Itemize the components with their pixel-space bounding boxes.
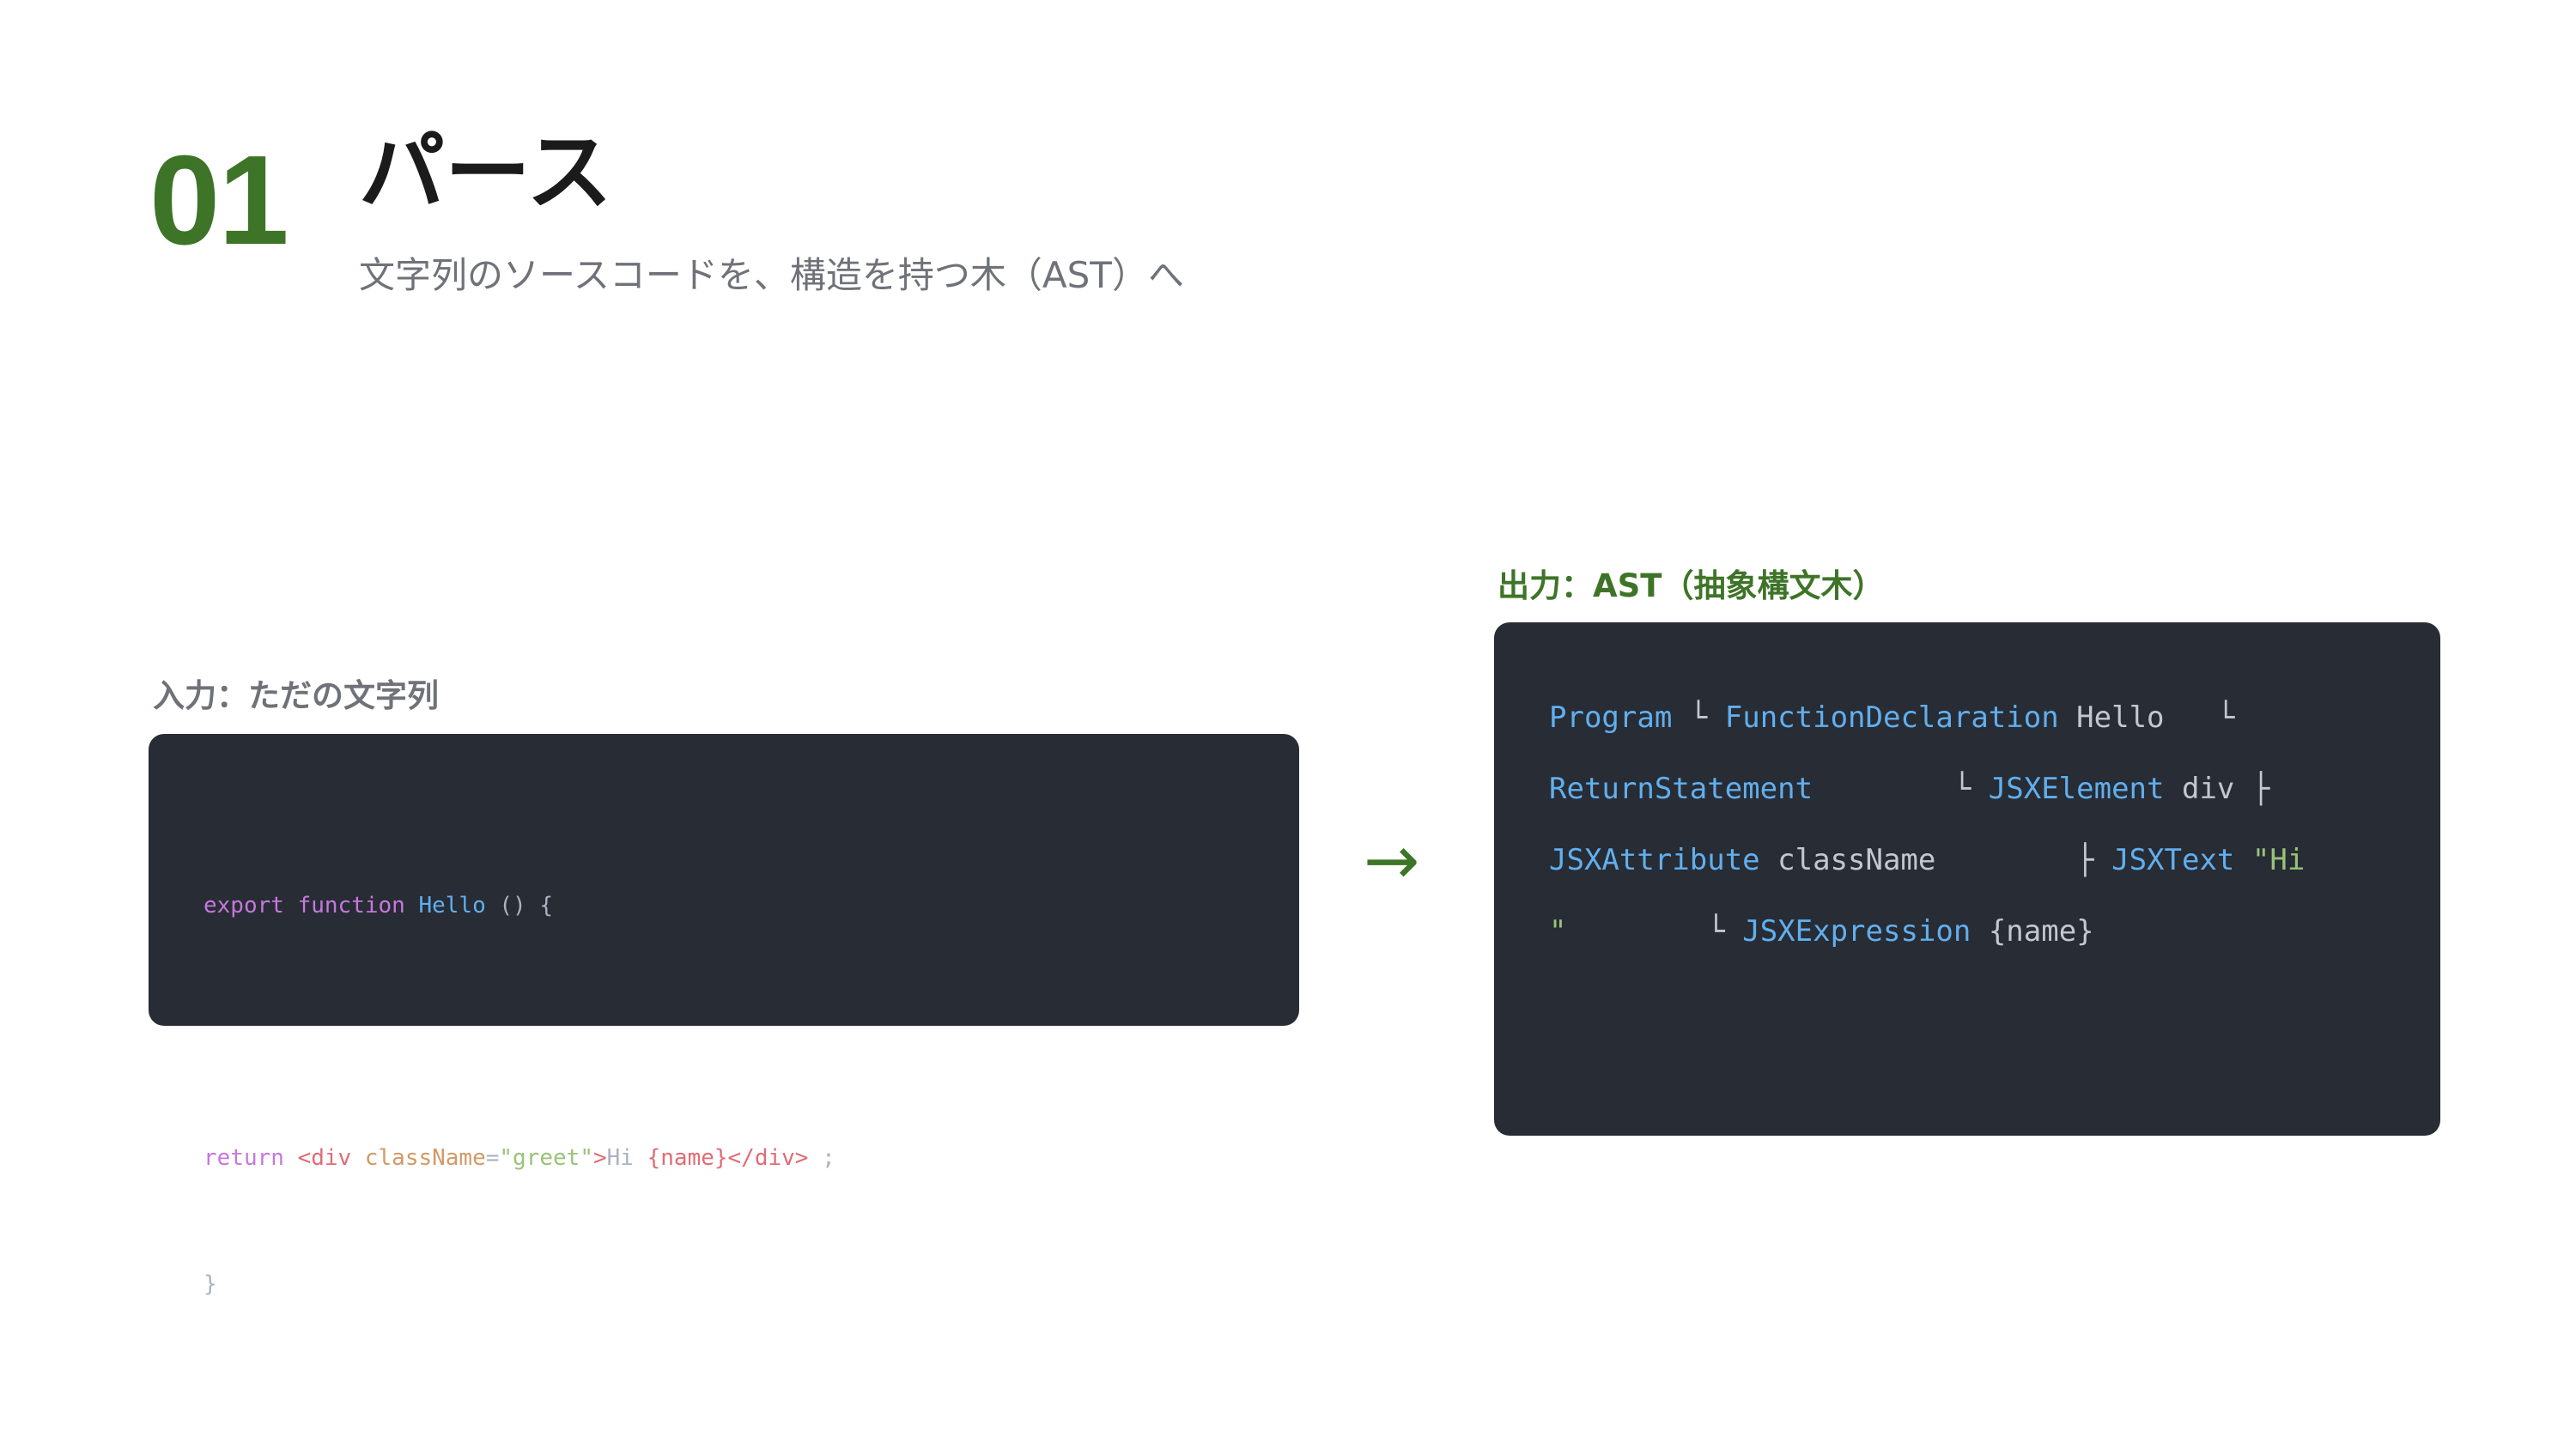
input-label: 入力：ただの文字列 bbox=[153, 677, 439, 714]
ast-node-jsx-expression: JSXExpression bbox=[1742, 914, 1971, 949]
ast-tree: Program └ FunctionDeclaration Hello └ Re… bbox=[1549, 682, 2385, 967]
jsx-expression: {name} bbox=[647, 1145, 728, 1171]
jsx-text: Hi bbox=[606, 1145, 647, 1171]
ast-node-jsx-element: JSXElement bbox=[1988, 772, 2165, 806]
page-title: パース bbox=[359, 122, 612, 222]
code-closing-brace: } bbox=[204, 1271, 217, 1297]
ast-node-jsx-text: JSXText bbox=[2111, 843, 2235, 877]
ast-node-jsx-attribute: JSXAttribute bbox=[1549, 843, 1760, 877]
tree-branch: ├ bbox=[2251, 772, 2270, 806]
keyword-function: function bbox=[297, 893, 405, 919]
ast-node-return-statement: ReturnStatement bbox=[1549, 772, 1814, 806]
code-equals: = bbox=[485, 1145, 500, 1171]
code-semicolon: ; bbox=[808, 1145, 835, 1171]
function-name: Hello bbox=[418, 893, 486, 919]
ast-value-name: {name} bbox=[1988, 914, 2094, 949]
jsx-attr-name: className bbox=[364, 1145, 486, 1171]
jsx-close-tag: </div> bbox=[727, 1145, 809, 1171]
ast-value-hi: "Hi " bbox=[1549, 843, 2306, 949]
code-punctuation: () { bbox=[499, 893, 554, 919]
code-line-2: return <div className="greet">Hi {name}<… bbox=[204, 1137, 1244, 1179]
jsx-gt: > bbox=[592, 1145, 607, 1171]
code-line-1: export function Hello () { bbox=[204, 885, 1244, 927]
jsx-open-tag: <div bbox=[297, 1145, 352, 1171]
tree-branch: └ bbox=[1689, 700, 1708, 735]
arrow-right-icon: → bbox=[1364, 822, 1420, 900]
tree-branch: └ bbox=[2216, 700, 2235, 735]
output-ast-panel: Program └ FunctionDeclaration Hello └ Re… bbox=[1494, 622, 2440, 1136]
input-code-panel: export function Hello () { return <div c… bbox=[149, 734, 1299, 1297]
tree-branch: ├ bbox=[2076, 843, 2094, 877]
ast-node-program: Program bbox=[1549, 700, 1673, 735]
tree-branch: └ bbox=[1953, 772, 1971, 806]
output-label: 出力：AST（抽象構文木） bbox=[1498, 567, 1885, 604]
keyword-return: return bbox=[204, 1145, 284, 1171]
step-number: 01 bbox=[149, 130, 289, 271]
ast-value-div: div bbox=[2181, 772, 2235, 806]
ast-value-hello: Hello bbox=[2076, 700, 2165, 735]
source-code: export function Hello () { return <div c… bbox=[204, 801, 1244, 1390]
ast-value-classname: className bbox=[1777, 843, 1936, 877]
jsx-attr-value: "greet" bbox=[499, 1145, 593, 1171]
ast-node-function-declaration: FunctionDeclaration bbox=[1724, 700, 2059, 735]
keyword-export: export bbox=[204, 893, 284, 919]
code-line-3: } bbox=[204, 1264, 1244, 1306]
tree-branch: └ bbox=[1707, 914, 1725, 949]
page-subtitle: 文字列のソースコードを、構造を持つ木（AST）へ bbox=[359, 254, 1184, 296]
